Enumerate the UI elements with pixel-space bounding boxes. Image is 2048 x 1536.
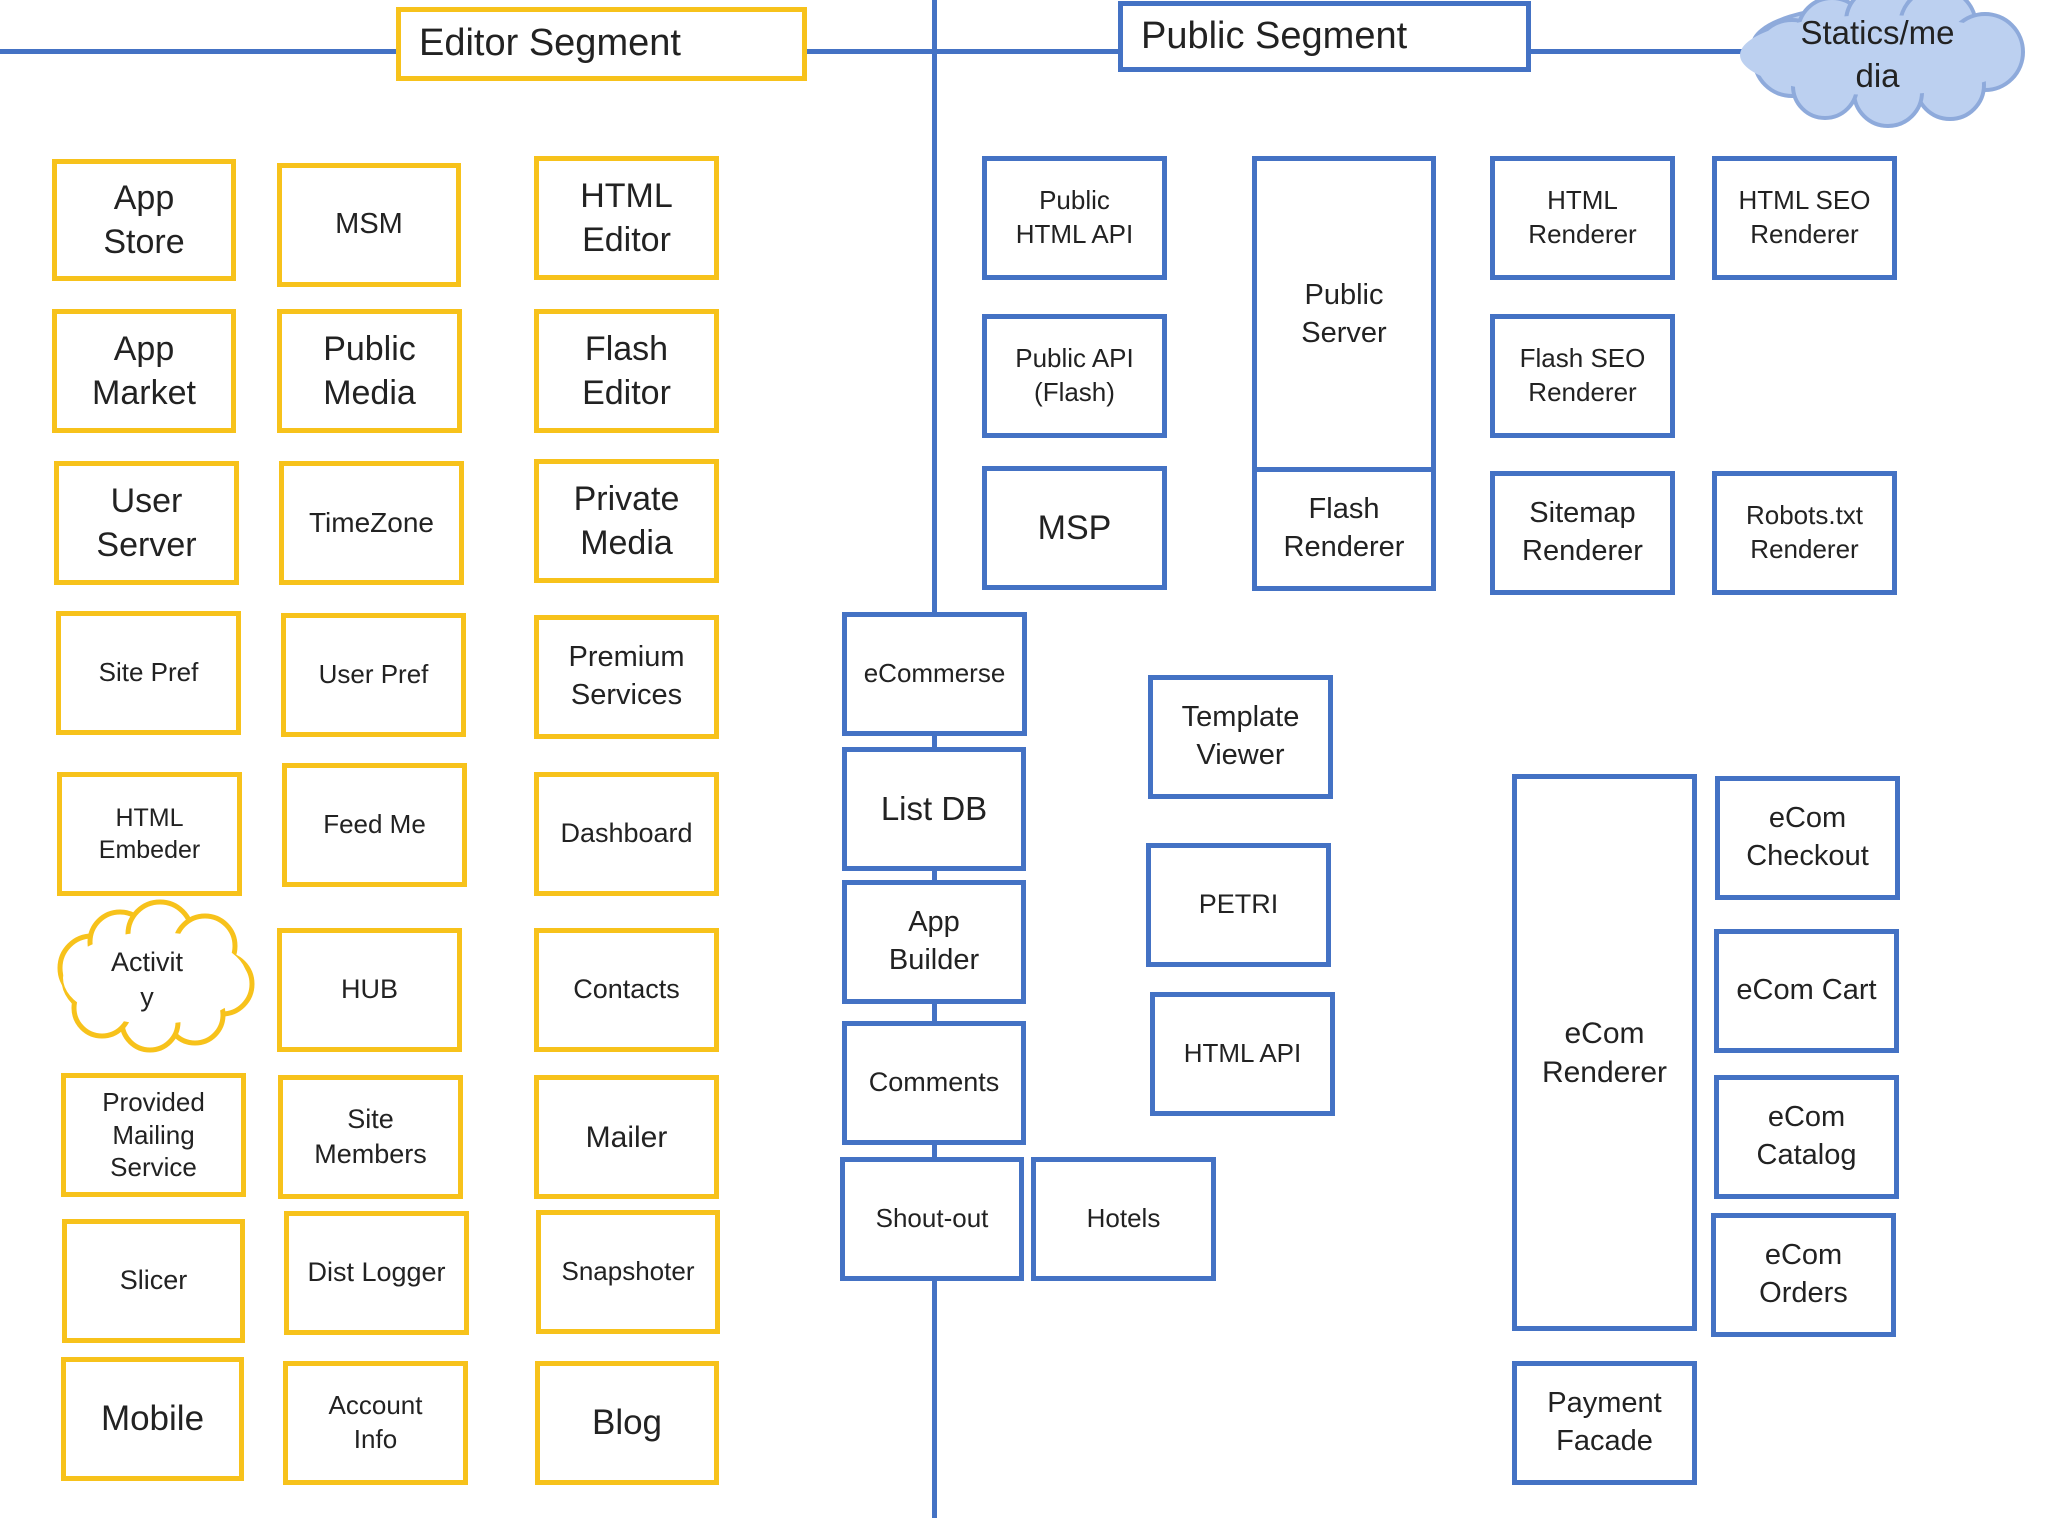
premium-services-box: Premium Services: [534, 615, 719, 739]
hub-box: HUB: [277, 928, 462, 1052]
provided-mailing-service-box: Provided Mailing Service: [61, 1073, 246, 1197]
mobile-box: Mobile: [61, 1357, 244, 1481]
petri-box: PETRI: [1146, 843, 1331, 967]
shout-out-box: Shout-out: [840, 1157, 1024, 1281]
feed-me-box: Feed Me: [282, 763, 467, 887]
activity-label: Activit y: [110, 946, 183, 1012]
html-editor-box: HTML Editor: [534, 156, 719, 280]
ecom-orders-box: eCom Orders: [1711, 1213, 1896, 1337]
mailer-box: Mailer: [534, 1075, 719, 1199]
site-members-box: Site Members: [278, 1075, 463, 1199]
top-connector-line-right: [1528, 49, 1748, 54]
app-market-box: App Market: [52, 309, 236, 433]
private-media-box: Private Media: [534, 459, 719, 583]
public-api-flash-box: Public API (Flash): [982, 314, 1167, 438]
site-pref-box: Site Pref: [56, 611, 241, 735]
top-connector-line-left: [0, 49, 398, 54]
html-renderer-box: HTML Renderer: [1490, 156, 1675, 280]
public-server-box: Public Server: [1252, 156, 1436, 473]
public-media-box: Public Media: [277, 309, 462, 433]
comments-box: Comments: [842, 1021, 1026, 1145]
template-viewer-box: Template Viewer: [1148, 675, 1333, 799]
public-html-api-box: Public HTML API: [982, 156, 1167, 280]
sitemap-renderer-box: Sitemap Renderer: [1490, 471, 1675, 595]
dashboard-box: Dashboard: [534, 772, 719, 896]
hotels-box: Hotels: [1031, 1157, 1216, 1281]
flash-renderer-box: Flash Renderer: [1252, 467, 1436, 591]
blog-box: Blog: [535, 1361, 719, 1485]
dist-logger-box: Dist Logger: [284, 1211, 469, 1335]
contacts-box: Contacts: [534, 928, 719, 1052]
public-segment-header: Public Segment: [1118, 1, 1531, 72]
payment-facade-box: Payment Facade: [1512, 1361, 1697, 1485]
editor-segment-header: Editor Segment: [396, 7, 807, 81]
flash-seo-renderer-box: Flash SEO Renderer: [1490, 314, 1675, 438]
ecom-cart-box: eCom Cart: [1714, 929, 1899, 1053]
ecom-renderer-box: eCom Renderer: [1512, 774, 1697, 1331]
user-pref-box: User Pref: [281, 613, 466, 737]
flash-editor-box: Flash Editor: [534, 309, 719, 433]
html-api-box: HTML API: [1150, 992, 1335, 1116]
html-seo-renderer-box: HTML SEO Renderer: [1712, 156, 1897, 280]
snapshoter-box: Snapshoter: [536, 1210, 720, 1334]
app-builder-box: App Builder: [842, 880, 1026, 1004]
statics-media-label: Statics/me dia: [1800, 14, 1955, 94]
html-embeder-box: HTML Embeder: [57, 772, 242, 896]
robots-txt-renderer-box: Robots.txt Renderer: [1712, 471, 1897, 595]
account-info-box: Account Info: [283, 1361, 468, 1485]
msp-box: MSP: [982, 466, 1167, 590]
timezone-box: TimeZone: [279, 461, 464, 585]
ecom-checkout-box: eCom Checkout: [1715, 776, 1900, 900]
app-store-box: App Store: [52, 159, 236, 281]
ecommerse-box: eCommerse: [842, 612, 1027, 736]
list-db-box: List DB: [842, 747, 1026, 871]
ecom-catalog-box: eCom Catalog: [1714, 1075, 1899, 1199]
slicer-box: Slicer: [62, 1219, 245, 1343]
user-server-box: User Server: [54, 461, 239, 585]
msm-box: MSM: [277, 163, 461, 287]
top-connector-line-mid: [806, 49, 1120, 54]
